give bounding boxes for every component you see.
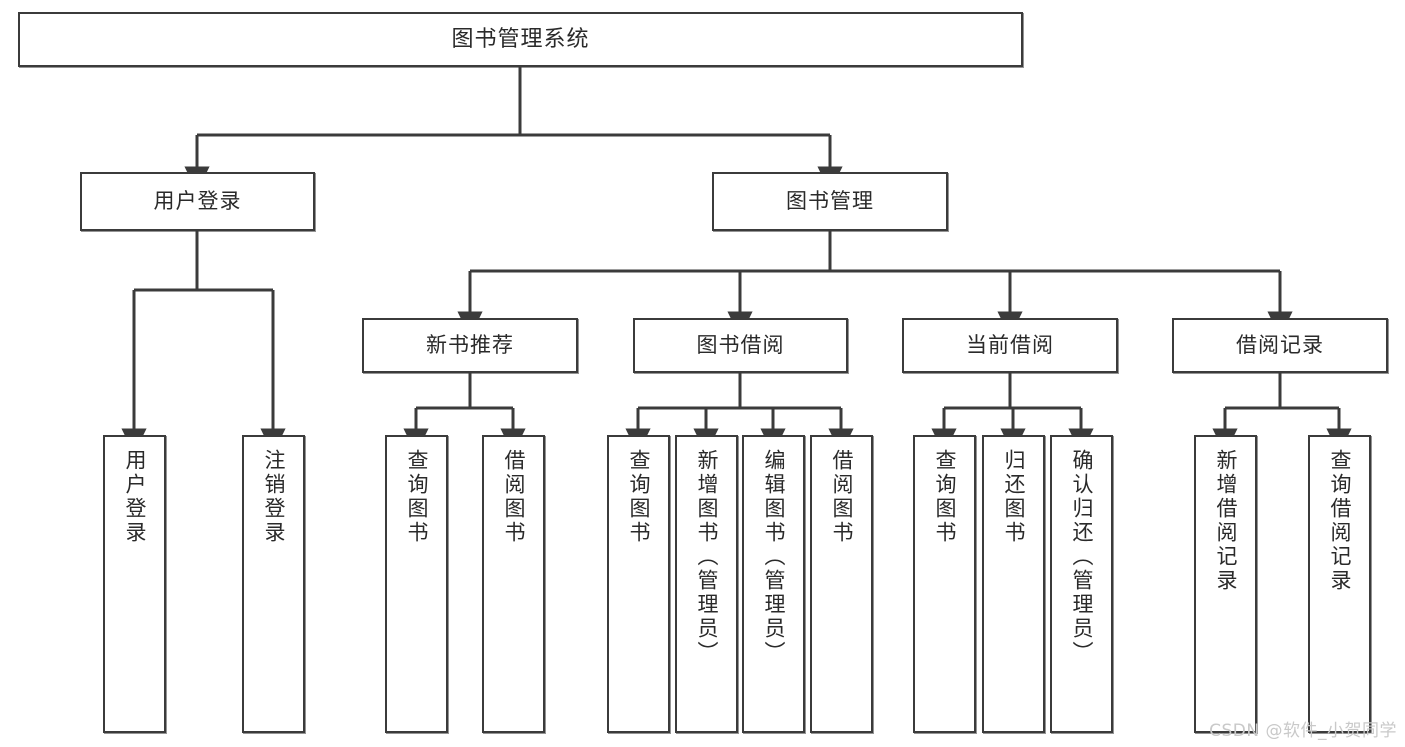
leaf-borrow-book-newbook[interactable]: 借阅图书 — [482, 435, 545, 733]
leaf-query-book-newbook[interactable]: 查询图书 — [385, 435, 448, 733]
node-label: 查询图书 — [933, 449, 957, 545]
node-borrow-record[interactable]: 借阅记录 — [1172, 318, 1388, 373]
node-label: 借阅图书 — [830, 449, 854, 545]
leaf-confirm-return-admin[interactable]: 确认归还（管理员） — [1050, 435, 1113, 733]
leaf-query-book-current[interactable]: 查询图书 — [913, 435, 976, 733]
node-label: 借阅记录 — [1236, 333, 1324, 358]
node-label: 图书管理系统 — [451, 26, 590, 52]
leaf-return-book[interactable]: 归还图书 — [982, 435, 1045, 733]
node-label: 用户登录 — [123, 449, 147, 545]
leaf-query-book-borrow[interactable]: 查询图书 — [607, 435, 670, 733]
leaf-edit-book-admin[interactable]: 编辑图书（管理员） — [742, 435, 805, 733]
node-current-borrow[interactable]: 当前借阅 — [902, 318, 1118, 373]
node-label: 查询图书 — [405, 449, 429, 545]
node-label: 查询图书 — [627, 449, 651, 545]
leaf-add-book-admin[interactable]: 新增图书（管理员） — [675, 435, 738, 733]
node-label: 新增借阅记录 — [1214, 449, 1238, 593]
node-label: 查询借阅记录 — [1328, 449, 1352, 593]
node-label: 归还图书 — [1002, 449, 1026, 545]
node-label: 当前借阅 — [966, 333, 1054, 358]
node-label: 编辑图书（管理员） — [762, 449, 786, 665]
watermark-text: CSDN @软件_小贺同学 — [1209, 721, 1397, 741]
node-user-login[interactable]: 用户登录 — [80, 172, 315, 231]
leaf-logout[interactable]: 注销登录 — [242, 435, 305, 733]
node-label: 图书借阅 — [696, 333, 785, 358]
node-label: 注销登录 — [262, 449, 286, 545]
node-label: 新书推荐 — [426, 333, 514, 358]
node-label: 借阅图书 — [502, 449, 526, 545]
node-book-management[interactable]: 图书管理 — [712, 172, 948, 231]
leaf-add-borrow-record[interactable]: 新增借阅记录 — [1194, 435, 1257, 733]
node-new-book-recommendation[interactable]: 新书推荐 — [362, 318, 578, 373]
leaf-borrow-book[interactable]: 借阅图书 — [810, 435, 873, 733]
node-label: 用户登录 — [153, 189, 242, 214]
node-label: 确认归还（管理员） — [1070, 449, 1094, 665]
leaf-user-login[interactable]: 用户登录 — [103, 435, 166, 733]
node-label: 图书管理 — [786, 189, 874, 214]
node-book-borrow[interactable]: 图书借阅 — [633, 318, 848, 373]
node-label: 新增图书（管理员） — [695, 449, 719, 665]
leaf-query-borrow-record[interactable]: 查询借阅记录 — [1308, 435, 1371, 733]
node-root-system[interactable]: 图书管理系统 — [18, 12, 1023, 67]
